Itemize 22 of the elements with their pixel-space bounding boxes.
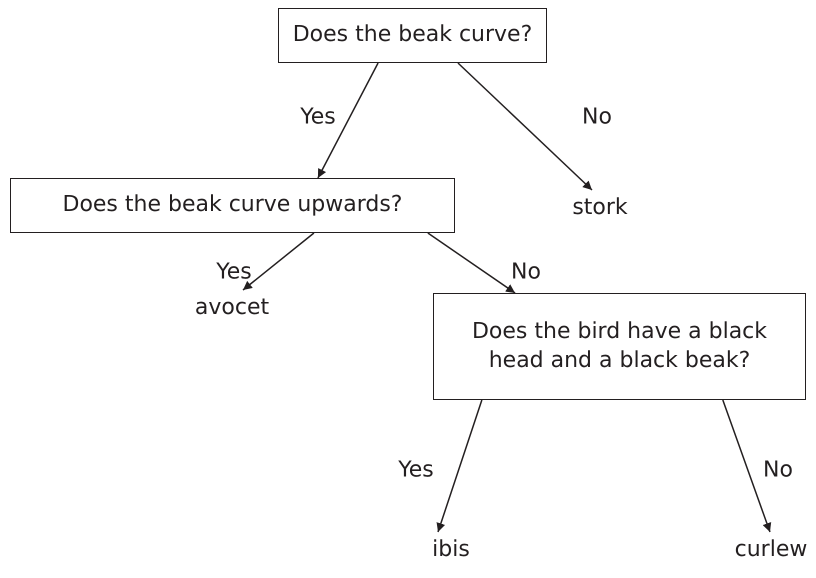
question-text: Does the beak curve? [292, 21, 532, 50]
edge-label: Yes [300, 104, 336, 130]
answer-text: curlew [728, 532, 814, 568]
question-box [10, 178, 455, 233]
edge-label: No [763, 458, 793, 482]
edge-label: No [582, 104, 612, 130]
answer-text: stork [555, 190, 645, 226]
arrow [457, 62, 592, 191]
question-box [278, 8, 547, 63]
arrow [317, 62, 379, 178]
edge-label: Yes [216, 260, 252, 284]
answer-text: ibis [418, 532, 484, 568]
arrow [242, 232, 314, 291]
edge-label: No [511, 260, 541, 284]
question-text: Does the beak curve upwards? [62, 191, 402, 220]
arrow [722, 400, 772, 532]
question-text: Does the bird have a black head and a black beak? [470, 318, 768, 374]
arrow [436, 400, 483, 532]
answer-text: avocet [177, 290, 287, 326]
question-box [433, 293, 806, 400]
arrow [427, 232, 516, 294]
edge-label: Yes [398, 458, 434, 482]
